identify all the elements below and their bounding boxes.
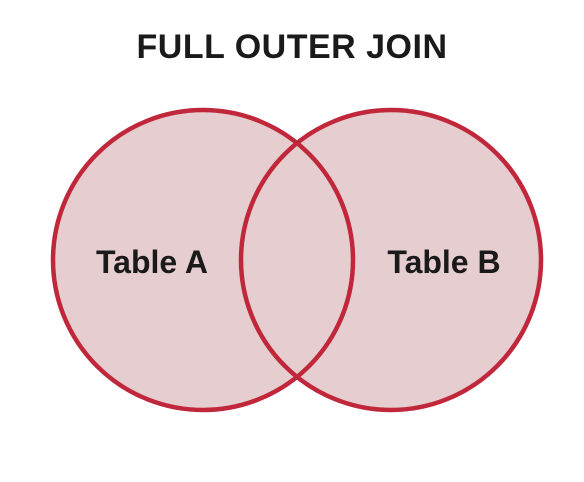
diagram-title: FULL OUTER JOIN xyxy=(136,28,448,66)
table-a-circle xyxy=(50,107,356,413)
table-b-label: Table B xyxy=(387,244,500,280)
table-a-label: Table A xyxy=(96,244,208,280)
table-b-fill xyxy=(241,110,541,410)
table-b-circle xyxy=(238,107,544,413)
